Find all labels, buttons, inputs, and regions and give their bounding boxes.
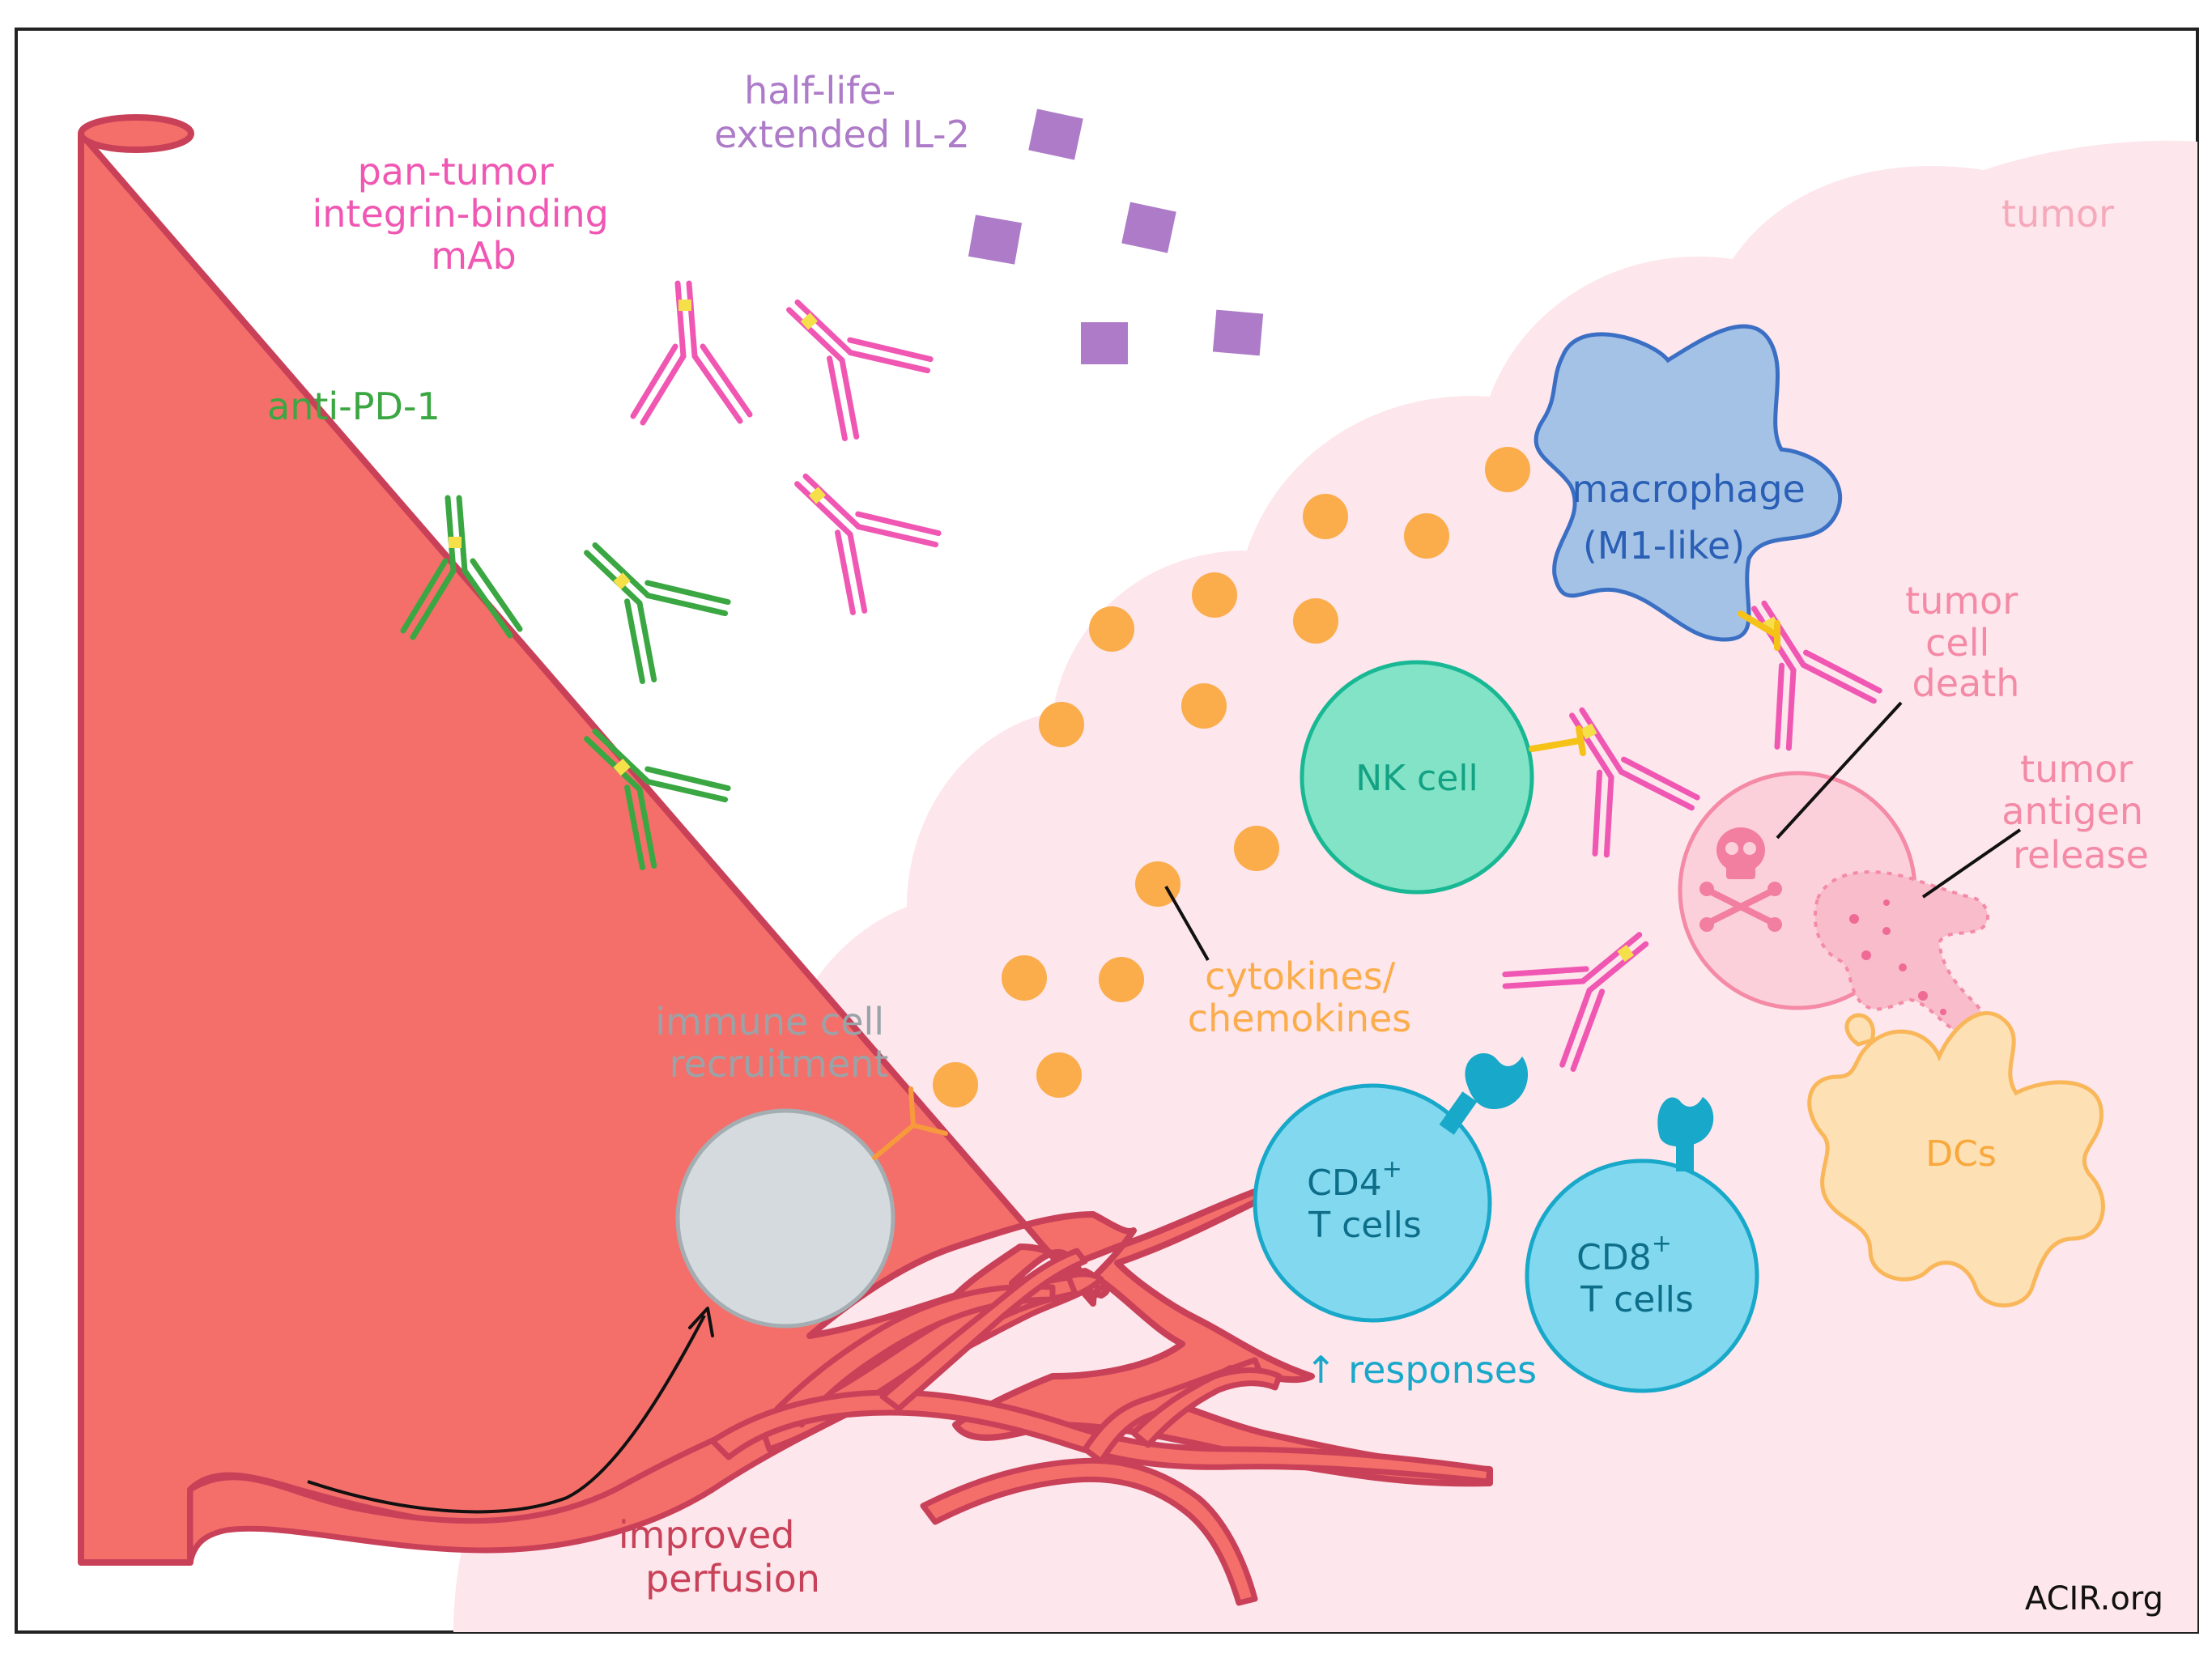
cd4-main: CD4	[1307, 1163, 1382, 1204]
cytokine	[1485, 447, 1530, 492]
recruitment-arrow	[307, 1307, 714, 1514]
cytokine	[933, 1062, 978, 1107]
nk-cell	[1300, 660, 1534, 895]
cd8-sub: T cells	[1580, 1279, 1694, 1320]
responses-label: ↑ responses	[1305, 1348, 1537, 1392]
cd8-t-cell	[1525, 1158, 1759, 1393]
fc-linkers	[1529, 610, 1780, 756]
acir-credit: ACIR.org	[2025, 1580, 2163, 1618]
il2-molecules	[968, 108, 1264, 364]
cytokine	[1192, 572, 1237, 618]
antigen-pointer	[1921, 828, 2022, 899]
immune-cell	[675, 1108, 895, 1329]
tumor-cell-death-label: tumor cell death	[1905, 579, 2030, 705]
cd4-tcr	[1439, 1053, 1529, 1135]
cytokines-label: cytokines/ chemokines	[1188, 954, 1412, 1040]
cd4-t-cell	[1253, 1083, 1492, 1323]
cytokine	[1181, 683, 1227, 729]
cytokine	[1303, 494, 1348, 539]
cytokine	[1039, 702, 1084, 747]
cd4-sup: +	[1382, 1155, 1402, 1184]
cd4-label: CD4+ T cells	[1307, 1145, 1422, 1246]
cd8-main: CD8	[1576, 1237, 1652, 1278]
vessel-branches	[187, 1248, 1493, 1606]
il2-molecule	[1212, 309, 1264, 356]
cytokine-pointer	[1164, 886, 1210, 961]
dc-dendrite	[1844, 1013, 1875, 1047]
macrophage-label: macrophage (M1-like)	[1572, 467, 1817, 568]
mab-label: pan-tumor integrin-binding mAb	[312, 150, 620, 278]
cytokine	[1099, 957, 1144, 1002]
tumor-label: tumor	[2001, 192, 2114, 236]
tumor-death-pointer	[1776, 701, 1903, 840]
immune-recruitment-label: immune cell recruitment	[655, 1000, 895, 1086]
cd8-label: CD8+ T cells	[1576, 1219, 1694, 1320]
tumor-antigen-release-label: tumor antigen release	[2001, 747, 2155, 877]
cytokine-dots	[933, 447, 1530, 1107]
anti-pd1-label: anti-PD-1	[267, 385, 440, 428]
il2-molecule	[1028, 108, 1083, 160]
nk-cell-label: NK cell	[1355, 758, 1478, 799]
skull-icon	[1699, 827, 1782, 932]
il2-molecule	[1081, 322, 1128, 364]
dendritic-cell	[1807, 1011, 2105, 1307]
cytokine	[1293, 598, 1338, 644]
antigen-release-blob	[1813, 870, 1989, 1035]
cd8-tcr	[1657, 1097, 1714, 1171]
cd4-sub: T cells	[1308, 1205, 1422, 1246]
il2-molecule	[1121, 202, 1176, 253]
macrophage-cell	[1534, 324, 1843, 642]
cytokine	[1002, 955, 1047, 1001]
dcs-label: DCs	[1925, 1133, 1997, 1175]
il2-label: half-life- extended IL-2	[714, 69, 970, 156]
immune-receptor	[872, 1086, 948, 1160]
cytokine	[1404, 513, 1449, 559]
cytokine	[1234, 826, 1279, 871]
il2-molecule	[968, 215, 1023, 265]
cd8-sup: +	[1652, 1230, 1672, 1258]
perfusion-label: improved perfusion	[619, 1513, 820, 1601]
cytokine	[1089, 606, 1134, 652]
cytokine	[1036, 1052, 1082, 1098]
